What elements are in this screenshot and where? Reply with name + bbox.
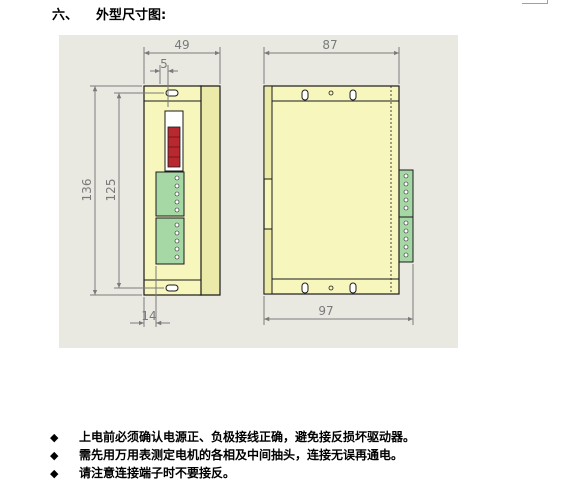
side-slot bbox=[301, 89, 309, 101]
note-item: ◆ 需先用万用表测定电机的各相及中间抽头，连接无误再通电。 bbox=[50, 446, 415, 464]
note-text: 上电前必须确认电源正、负极接线正确，避免接反损坏驱动器。 bbox=[79, 430, 416, 444]
section-number: 六、 bbox=[52, 8, 79, 23]
terminal-block-lower bbox=[155, 217, 185, 265]
dim-front-bottom: 14 bbox=[141, 309, 156, 323]
top-mount-slot bbox=[165, 89, 179, 97]
dim-front-width: 49 bbox=[174, 38, 189, 52]
side-slot bbox=[349, 89, 357, 101]
drawing-canvas: 49 5 136 125 14 bbox=[59, 35, 458, 348]
dim-mount-spacing: 125 bbox=[104, 179, 118, 202]
side-dimensions bbox=[263, 47, 414, 325]
side-slot bbox=[349, 282, 357, 294]
dim-terminal-offset: 5 bbox=[160, 57, 168, 71]
dim-side-width-top: 87 bbox=[322, 38, 337, 52]
dim-side-width-bottom: 97 bbox=[318, 304, 333, 318]
note-item: ◆ 请注意连接端子时不要接反。 bbox=[50, 464, 415, 482]
side-body bbox=[263, 85, 400, 295]
side-slot bbox=[301, 282, 309, 294]
side-view bbox=[263, 85, 414, 295]
note-text: 需先用万用表测定电机的各相及中间抽头，连接无误再通电。 bbox=[79, 448, 404, 462]
diamond-bullet-icon: ◆ bbox=[50, 449, 59, 462]
front-dimensions bbox=[90, 47, 221, 327]
diamond-bullet-icon: ◆ bbox=[50, 467, 59, 480]
diamond-bullet-icon: ◆ bbox=[50, 431, 59, 444]
caution-notes: ◆ 上电前必须确认电源正、负极接线正确，避免接反损坏驱动器。 ◆ 需先用万用表测定电… bbox=[50, 428, 415, 482]
dimension-drawing: 49 5 136 125 14 bbox=[50, 29, 466, 354]
page-corner-mark bbox=[522, 3, 548, 4]
front-side-face bbox=[199, 85, 221, 296]
front-view bbox=[143, 85, 221, 296]
dim-front-height: 136 bbox=[80, 179, 94, 202]
terminal-block-upper bbox=[155, 171, 185, 217]
bottom-mount-slot bbox=[165, 284, 179, 292]
page-corner-mark bbox=[547, 0, 548, 4]
section-title: 外型尺寸图: bbox=[96, 8, 167, 23]
note-item: ◆ 上电前必须确认电源正、负极接线正确，避免接反损坏驱动器。 bbox=[50, 428, 415, 446]
note-text: 请注意连接端子时不要接反。 bbox=[79, 466, 236, 480]
